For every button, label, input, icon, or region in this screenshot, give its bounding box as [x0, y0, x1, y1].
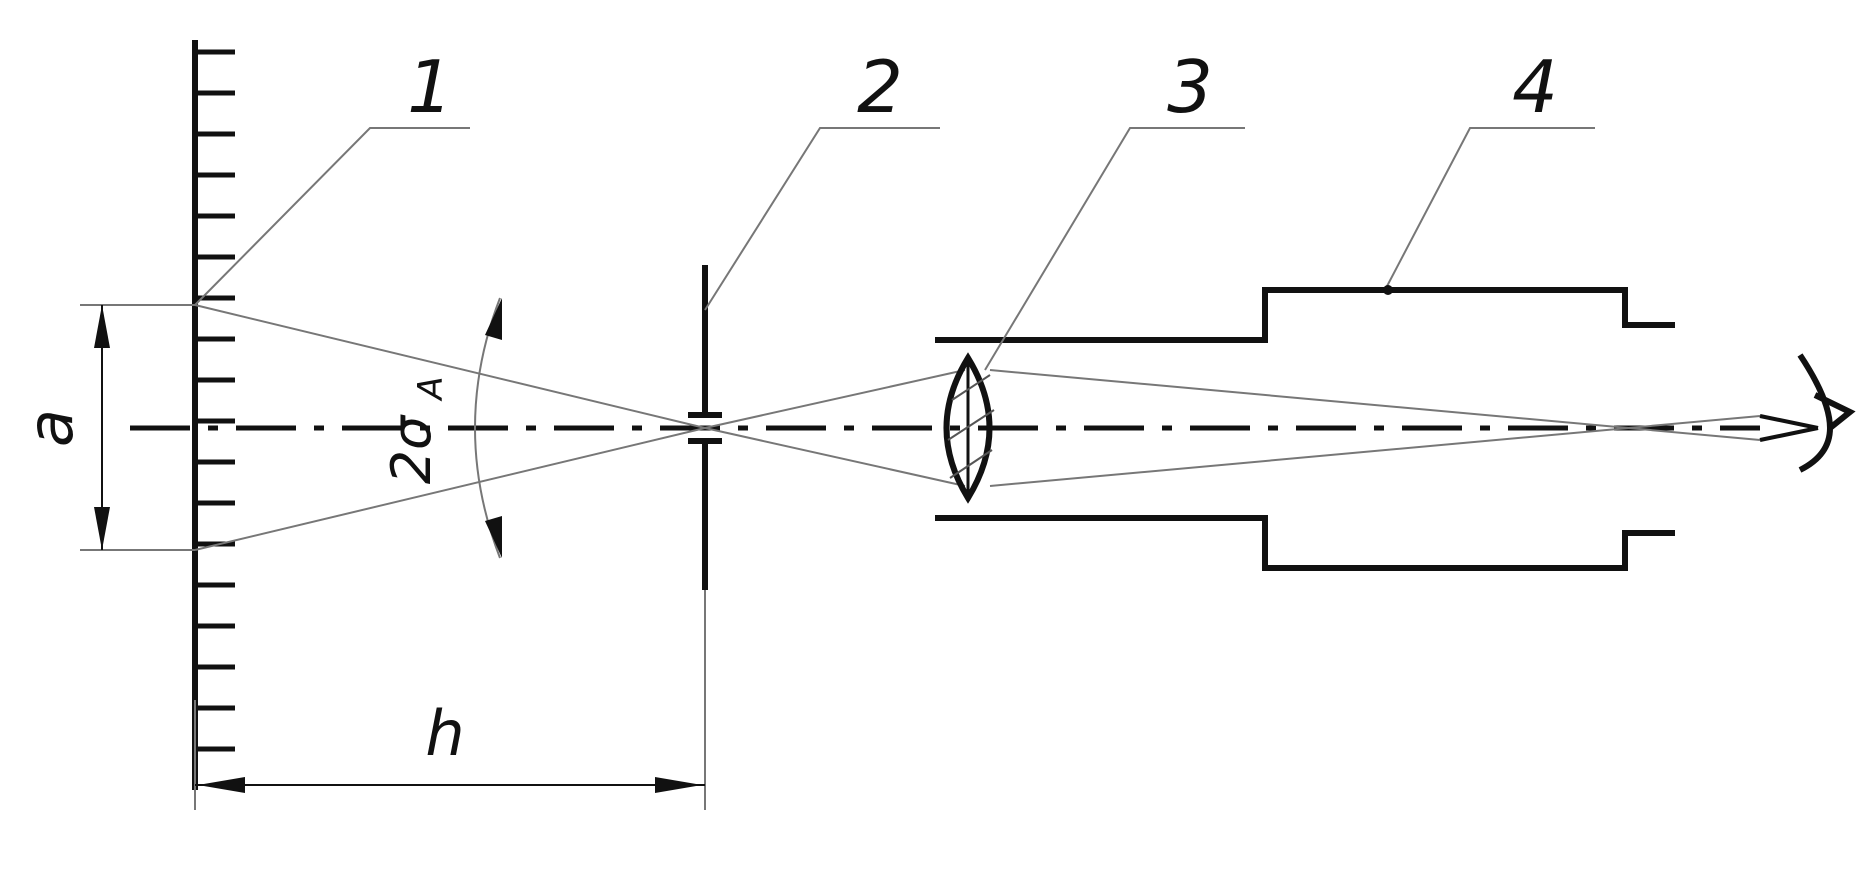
ray-lines — [194, 304, 1761, 551]
lens-hatch-3 — [949, 449, 993, 479]
dim-h-arrow-right — [655, 777, 702, 793]
dim-h-label: h — [425, 697, 464, 770]
dim-a-label: a — [14, 409, 87, 447]
dim-h-arrow-left — [198, 777, 245, 793]
lens-outline — [943, 352, 993, 504]
ray-upper — [194, 304, 706, 429]
tube-lower — [935, 515, 1675, 571]
ray-exit-lower — [989, 415, 1761, 487]
lens — [943, 352, 995, 504]
leader-3 — [984, 127, 1245, 371]
dimension-h: h — [194, 590, 706, 810]
angle-arrow-top — [485, 298, 502, 340]
leader-4-dot — [1383, 285, 1393, 295]
ray-lower — [194, 427, 706, 551]
leader-4 — [1384, 127, 1595, 291]
ray-to-lens-bottom — [704, 427, 966, 487]
callout-3: 3 — [1167, 45, 1213, 129]
eye-icon — [1759, 353, 1856, 473]
callout-leaders — [194, 127, 1595, 371]
tube-housing — [935, 287, 1675, 571]
tube-upper — [935, 287, 1675, 343]
dimension-a: a — [14, 304, 195, 551]
scale-ruler — [192, 40, 235, 790]
angle-label: 2σ — [380, 414, 443, 484]
callout-2: 2 — [857, 45, 903, 129]
lens-hatch-2 — [947, 409, 995, 441]
dimension-angle: 2σ A — [380, 297, 502, 559]
scale-ticks — [195, 49, 235, 752]
leader-1 — [194, 127, 470, 306]
dim-a-arrow-top — [94, 305, 110, 348]
callout-4: 4 — [1512, 45, 1558, 129]
angle-arrow-bottom — [485, 516, 502, 558]
angle-subscript: A — [411, 376, 451, 401]
callout-1: 1 — [407, 45, 453, 129]
leader-2 — [704, 127, 940, 311]
dim-a-arrow-bottom — [94, 507, 110, 550]
lens-hatch-1 — [951, 374, 991, 401]
ray-to-lens-top — [704, 369, 966, 429]
diaphragm — [688, 265, 722, 590]
